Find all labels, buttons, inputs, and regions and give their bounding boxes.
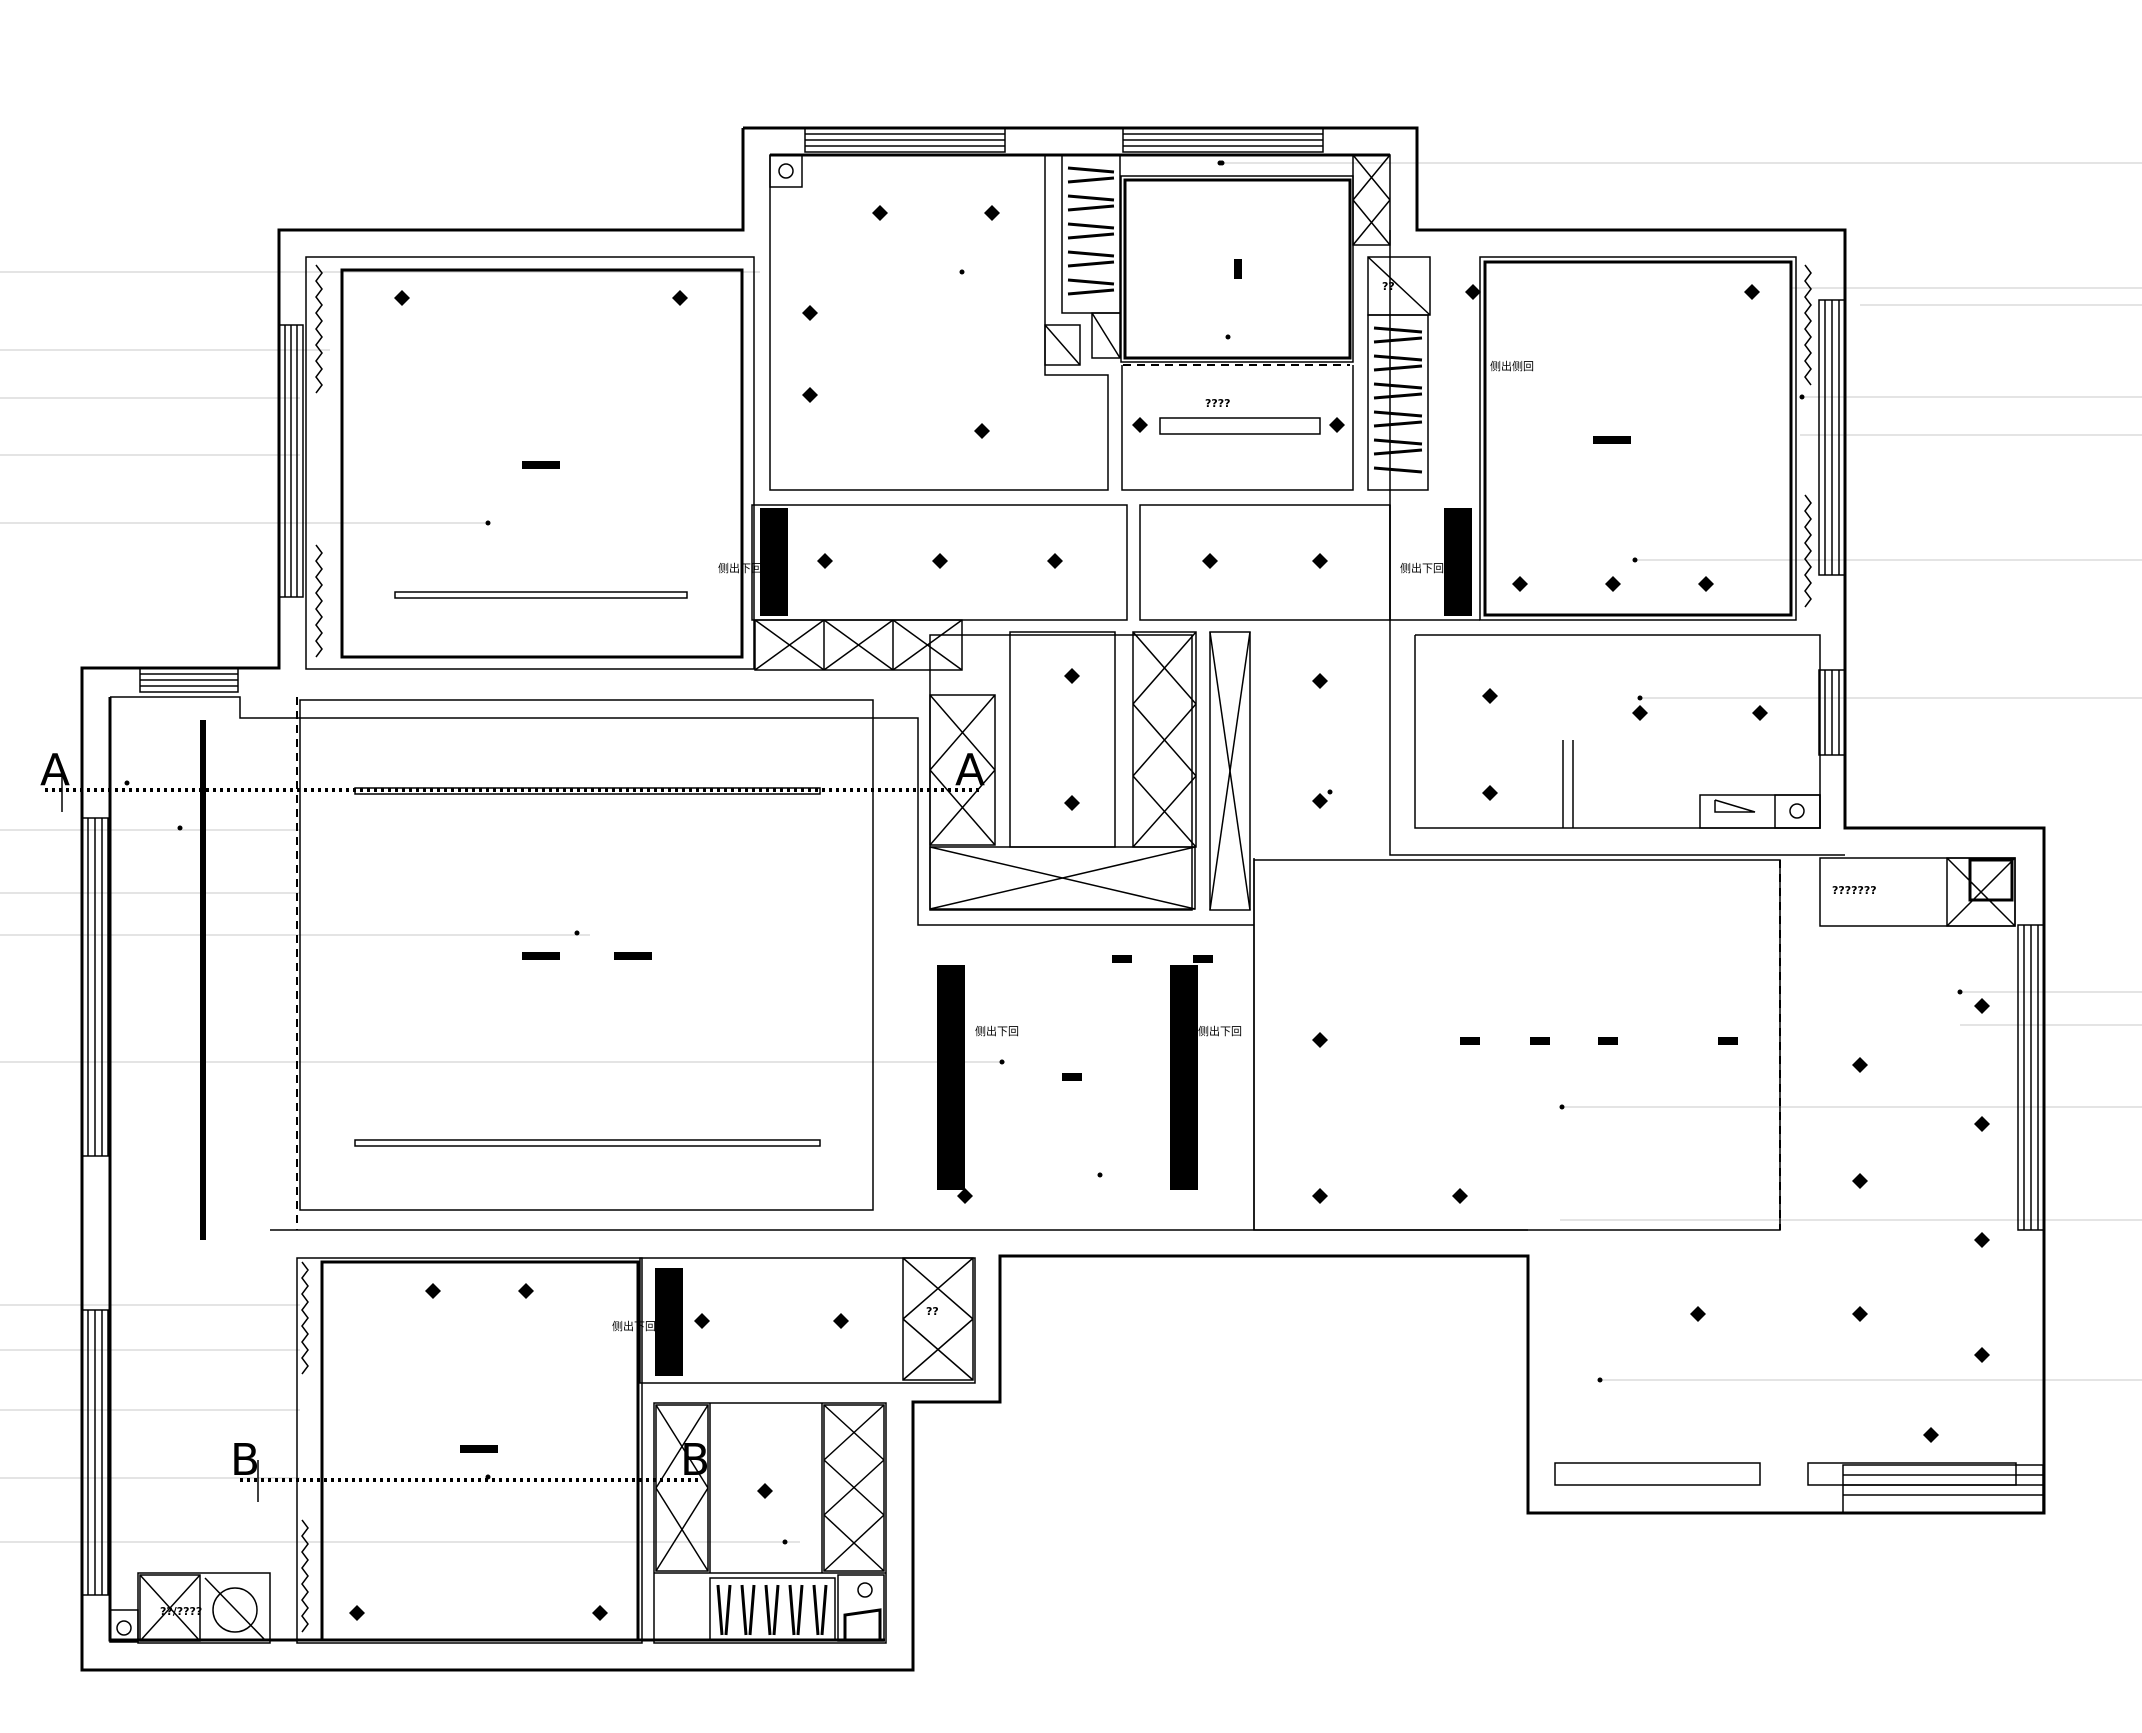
q2-label-1: ??: [1382, 280, 1395, 293]
downlights: [349, 205, 1990, 1621]
ac-label-6: 侧出侧回: [1490, 359, 1534, 373]
q4-label: ????: [1205, 397, 1231, 410]
q7-label: ???????: [1832, 884, 1877, 897]
section-a-right: A: [955, 745, 985, 796]
small-fixtures: [109, 154, 1821, 1643]
interior-walls: [110, 154, 2017, 1644]
dashed-lines: [296, 697, 1781, 1230]
ac-label-5: 侧出下回: [612, 1319, 656, 1333]
text-labels: A A B B 侧出下回 侧出下回 侧出下回 侧出下回 侧出下回 侧出侧回 ??…: [40, 280, 1877, 1618]
curtains: [301, 264, 1812, 1633]
section-a-left: A: [40, 745, 70, 796]
ac-label-2: 侧出下回: [1400, 561, 1444, 575]
ac-label-4: 侧出下回: [1198, 1024, 1242, 1038]
exterior-walls: [80, 126, 2046, 1672]
ac-label-3: 侧出下回: [975, 1024, 1019, 1038]
ac-label-1: 侧出下回: [718, 561, 762, 575]
section-b-right: B: [680, 1435, 710, 1486]
closets: [139, 154, 2016, 1642]
reference-dots: [124, 160, 1963, 1545]
section-b-left: B: [230, 1435, 260, 1486]
light-strips: [354, 591, 821, 1147]
vents: [200, 259, 1738, 1453]
section-lines: [45, 770, 980, 1502]
windows: [81, 127, 2045, 1596]
guide-lines: [0, 162, 2142, 1543]
q-mix-label: ??/????: [160, 1605, 202, 1618]
q2-label-2: ??: [926, 1305, 939, 1318]
ac-units: [655, 508, 1472, 1376]
wardrobe-hangers: [709, 154, 1429, 1641]
